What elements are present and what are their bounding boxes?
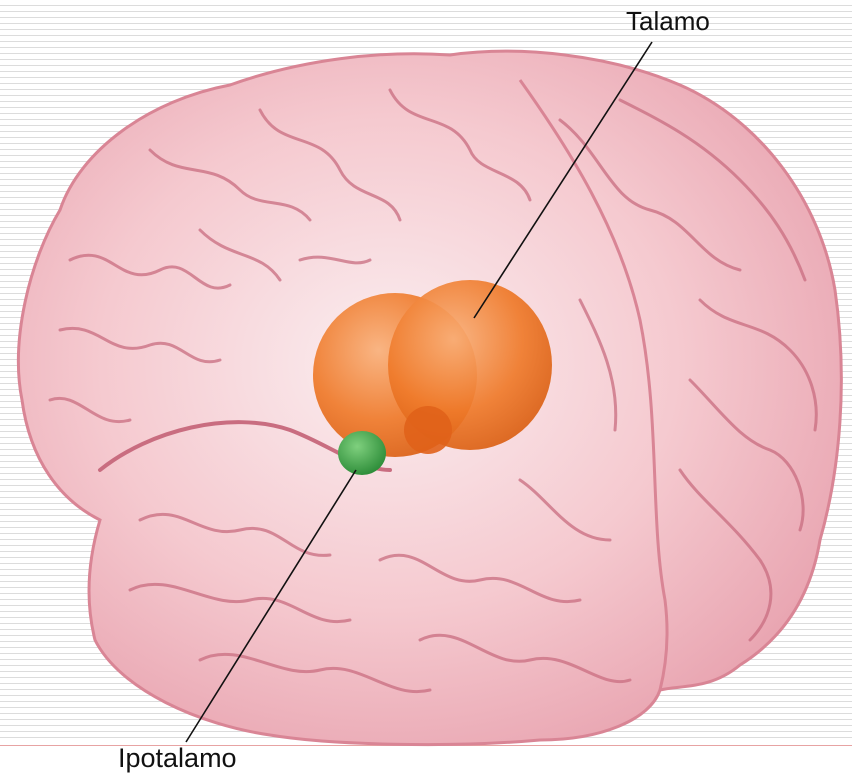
thalamus-label: Talamo <box>626 8 710 34</box>
hypothalamus-label: Ipotalamo <box>118 745 237 771</box>
hypothalamus-structure <box>338 431 386 475</box>
